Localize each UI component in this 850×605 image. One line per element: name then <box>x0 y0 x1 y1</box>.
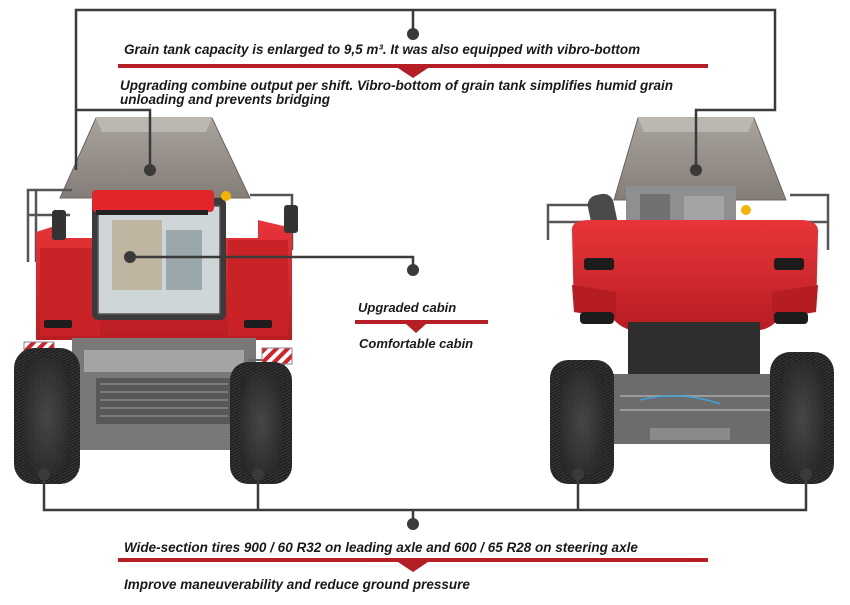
combine-front-view <box>14 117 298 484</box>
tires-feature-text: Wide-section tires 900 / 60 R32 on leadi… <box>124 540 638 555</box>
cabin-feature-text: Upgraded cabin <box>358 300 457 315</box>
grain-tank-accent-bar <box>118 64 708 68</box>
tires-accent-bar <box>118 558 708 562</box>
grain-tank-benefit-text: Upgrading combine output per shift. Vibr… <box>120 78 673 107</box>
grain-tank-feature-text: Grain tank capacity is enlarged to 9,5 m… <box>124 42 641 57</box>
cabin-accent-bar <box>355 320 488 324</box>
leader-dots <box>38 28 812 530</box>
tires-benefit-text: Improve maneuverability and reduce groun… <box>124 577 470 592</box>
combine-rear-view <box>546 117 834 484</box>
accent-bars <box>118 64 708 572</box>
cabin-benefit-text: Comfortable cabin <box>359 336 474 351</box>
